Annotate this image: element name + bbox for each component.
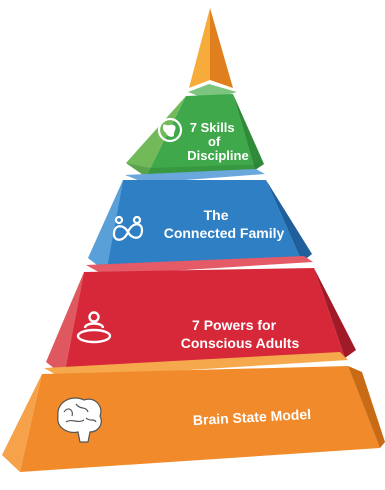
label-brain: Brain State Model <box>192 406 311 428</box>
infinity-people-icon <box>112 215 144 241</box>
level-discipline: 7 Skills of Discipline <box>126 84 264 177</box>
label-discipline: 7 Skills of Discipline <box>187 120 248 163</box>
label-family: The Connected Family <box>164 207 285 241</box>
pyramid-apex <box>189 8 233 88</box>
brain-icon <box>57 397 102 443</box>
label-powers: 7 Powers for Conscious Adults <box>181 317 300 351</box>
level-family: The Connected Family <box>88 169 312 272</box>
person-circle-icon <box>76 311 112 344</box>
globe-icon <box>157 117 183 143</box>
level-brain: Brain State Model <box>2 352 385 472</box>
level-powers: 7 Powers for Conscious Adults <box>46 256 356 376</box>
